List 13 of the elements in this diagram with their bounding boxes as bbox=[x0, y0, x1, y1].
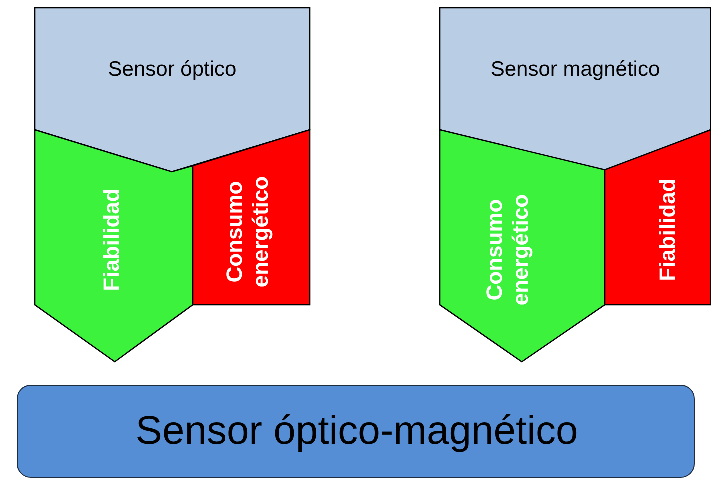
banner-title: Sensor óptico-magnético bbox=[134, 408, 580, 455]
sensor-header-shape bbox=[440, 8, 711, 172]
vertical-label: Consumo energético bbox=[480, 193, 534, 308]
vertical-label: Fiabilidad bbox=[654, 178, 681, 284]
vertical-label: Fiabilidad bbox=[98, 188, 125, 294]
banner-box bbox=[17, 385, 695, 478]
chevron-panel bbox=[440, 130, 605, 362]
sensor-title: Sensor magnético bbox=[490, 58, 662, 82]
chevron-panel bbox=[605, 130, 711, 305]
sensor-title: Sensor óptico bbox=[107, 58, 238, 82]
chevron-panel bbox=[35, 130, 193, 362]
vertical-label: Consumo energético bbox=[220, 175, 274, 290]
sensor-header-shape bbox=[35, 8, 310, 172]
